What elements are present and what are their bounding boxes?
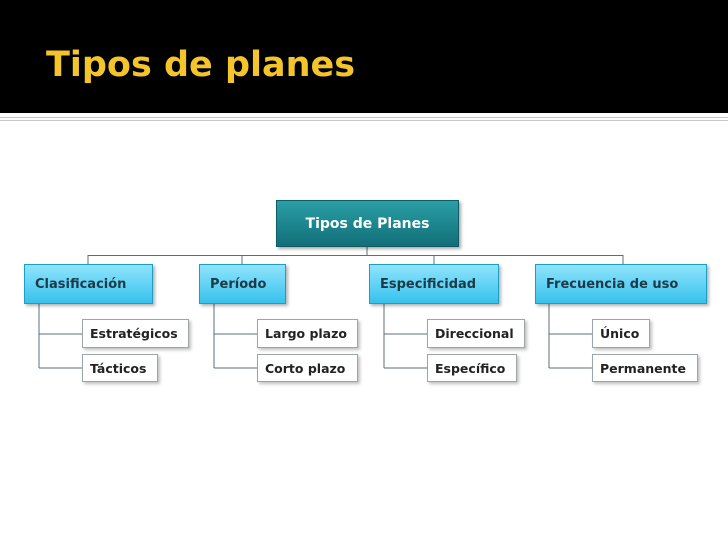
leaf-estrategicos: Estratégicos — [82, 319, 189, 348]
leaf-permanente: Permanente — [592, 354, 698, 382]
leaf-corto-plazo: Corto plazo — [257, 354, 358, 382]
category-especificidad: Especificidad — [369, 264, 499, 304]
leaf-tacticos: Tácticos — [82, 354, 158, 382]
leaf-especifico: Específico — [427, 354, 517, 382]
category-clasificacion: Clasificación — [24, 264, 153, 304]
root-node: Tipos de Planes — [276, 200, 459, 247]
divider-line — [0, 117, 728, 118]
divider-line-secondary — [0, 120, 728, 121]
category-frecuencia-de-uso: Frecuencia de uso — [535, 264, 707, 304]
leaf-largo-plazo: Largo plazo — [257, 319, 358, 348]
leaf-direccional: Direccional — [427, 319, 525, 348]
slide-title: Tipos de planes — [46, 45, 356, 85]
category-periodo: Período — [199, 264, 286, 304]
leaf-unico: Único — [592, 319, 650, 348]
title-bar: Tipos de planes — [0, 0, 728, 113]
